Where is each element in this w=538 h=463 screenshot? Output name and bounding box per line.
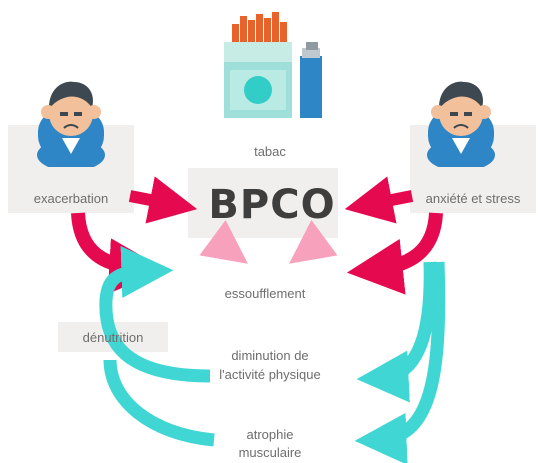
tabac-label: tabac <box>254 144 286 159</box>
essoufflement-label: essoufflement <box>224 286 306 301</box>
worried-patient-icon <box>37 81 105 167</box>
diminution-label-line1: diminution de <box>231 348 309 363</box>
diminution-label-line2: l'activité physique <box>219 367 321 382</box>
arrow-anxiete-to-bpco <box>344 176 414 224</box>
arrow-bpco-to-essoufflement-left <box>199 219 248 264</box>
arrow-exacerbation-to-bpco <box>128 176 198 224</box>
arrow-anxiete-to-essoufflement <box>346 212 443 295</box>
arrow-bpco-to-essoufflement-right <box>289 219 338 264</box>
worried-patient-icon <box>427 81 495 167</box>
atrophie-label-line2: musculaire <box>238 445 302 460</box>
arrow-to-atrophie <box>103 359 215 447</box>
arrow-right-to-activite <box>356 261 437 403</box>
arrow-right-to-atrophie <box>354 261 446 463</box>
bpco-title: BPCO <box>208 182 336 228</box>
arrow-essoufflement-loop <box>99 245 211 383</box>
atrophie-label-line1: atrophie <box>246 427 294 442</box>
arrow-exacerbation-to-essoufflement <box>71 212 166 295</box>
denutrition-label: dénutrition <box>82 330 144 345</box>
cigarette-pack-icon <box>224 12 322 118</box>
exacerbation-label: exacerbation <box>33 191 109 206</box>
anxiete-label: anxiété et stress <box>425 191 521 206</box>
